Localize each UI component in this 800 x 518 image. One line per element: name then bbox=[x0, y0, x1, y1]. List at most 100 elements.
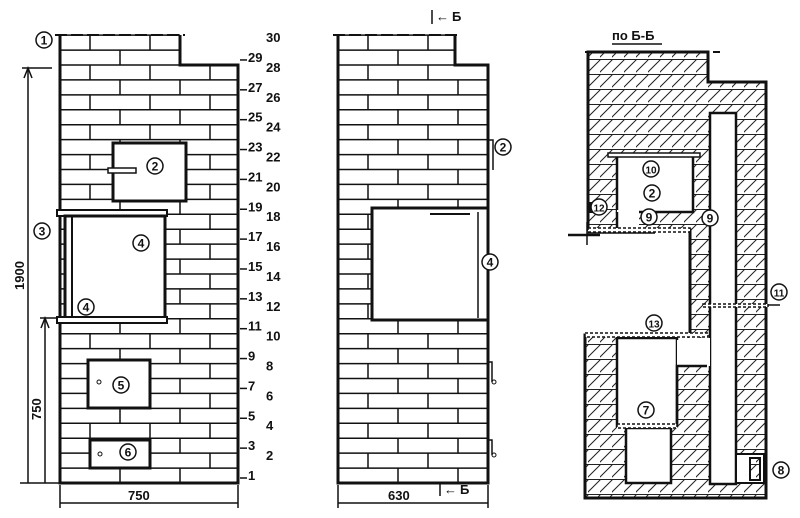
callout-label: 9 bbox=[707, 212, 714, 226]
door-6-knob bbox=[97, 451, 103, 457]
callout-9: 9 bbox=[640, 208, 658, 226]
opening-bottom-plate bbox=[56, 316, 168, 324]
front-view: 1234567891011121314151617181920212223242… bbox=[12, 30, 281, 508]
plate-13 bbox=[584, 332, 709, 338]
door-frame bbox=[586, 222, 655, 245]
course-number: 9 bbox=[248, 349, 255, 364]
callout-label: 1 bbox=[41, 34, 48, 48]
callout-label: 4 bbox=[83, 301, 90, 315]
callout-2: 2 bbox=[643, 184, 661, 202]
callout-label: 6 bbox=[125, 446, 132, 460]
callout-circle bbox=[642, 160, 660, 178]
course-number: 13 bbox=[248, 289, 262, 304]
course-number: 4 bbox=[266, 418, 274, 433]
course-number: 18 bbox=[266, 209, 280, 224]
callout-circle bbox=[146, 157, 164, 175]
side-view: 630 ← Б ← Б bbox=[333, 9, 497, 508]
callout-label: 13 bbox=[648, 320, 660, 331]
callout-circle bbox=[640, 208, 658, 226]
side-knob bbox=[491, 379, 497, 385]
callout-circle bbox=[77, 298, 95, 316]
dim-arrow bbox=[40, 315, 50, 329]
callout-4: 4 bbox=[481, 253, 499, 271]
callout-5: 5 bbox=[112, 376, 130, 394]
side-opening bbox=[370, 206, 490, 322]
course-number: 6 bbox=[266, 388, 273, 403]
callout-circle bbox=[112, 376, 130, 394]
callout-circle bbox=[770, 283, 788, 301]
callout-label: 7 bbox=[643, 404, 650, 418]
course-number: 29 bbox=[248, 50, 262, 65]
course-number: 25 bbox=[248, 110, 262, 125]
section-view: по Б-Б bbox=[568, 28, 780, 500]
course-number: 15 bbox=[248, 259, 262, 274]
callout-label: 10 bbox=[645, 166, 657, 177]
section-title: по Б-Б bbox=[612, 28, 654, 43]
course-number: 11 bbox=[248, 319, 262, 334]
callout-label: 3 bbox=[39, 225, 46, 239]
callout-10: 10 bbox=[642, 160, 660, 178]
course-number: 23 bbox=[248, 140, 262, 155]
ash-pit bbox=[624, 426, 673, 485]
grate-7 bbox=[616, 423, 678, 429]
course-number: 24 bbox=[266, 120, 281, 135]
callout-11: 11 bbox=[770, 283, 788, 301]
callout-circle bbox=[590, 198, 608, 216]
callout-2: 2 bbox=[146, 157, 164, 175]
course-number: 1 bbox=[248, 468, 255, 483]
callout-circle bbox=[637, 401, 655, 419]
callout-circle bbox=[494, 138, 512, 156]
callout-4: 4 bbox=[132, 234, 150, 252]
course-number: 27 bbox=[248, 80, 262, 95]
section-arrow-top: ← bbox=[436, 9, 449, 24]
course-number: 7 bbox=[248, 378, 255, 393]
side-door-hinge bbox=[488, 139, 494, 170]
course-numbers: 1234567891011121314151617181920212223242… bbox=[240, 30, 281, 483]
callout-label: 4 bbox=[487, 256, 494, 270]
callout-4: 4 bbox=[77, 298, 95, 316]
dim-1900: 1900 bbox=[12, 261, 27, 290]
section-arrow-bottom: ← bbox=[444, 482, 457, 497]
course-number: 28 bbox=[266, 60, 280, 75]
callout-circle bbox=[35, 31, 53, 49]
callout-2: 2 bbox=[494, 138, 512, 156]
callout-6: 6 bbox=[119, 443, 137, 461]
course-number: 8 bbox=[266, 358, 273, 373]
course-number: 20 bbox=[266, 179, 280, 194]
course-number: 21 bbox=[248, 169, 262, 184]
callout-circle bbox=[701, 209, 719, 227]
course-number: 14 bbox=[266, 269, 281, 284]
course-number: 3 bbox=[248, 438, 255, 453]
callout-3: 3 bbox=[33, 222, 51, 240]
callout-label: 8 bbox=[778, 464, 785, 478]
dim-750-width: 750 bbox=[128, 488, 150, 503]
section-mark-top: Б bbox=[452, 9, 461, 24]
callout-12: 12 bbox=[590, 198, 608, 216]
callout-circle bbox=[33, 222, 51, 240]
side-knob bbox=[491, 452, 497, 458]
callout-7: 7 bbox=[637, 401, 655, 419]
callout-circle bbox=[481, 253, 499, 271]
dim-750-vertical: 750 bbox=[29, 398, 44, 420]
callout-9: 9 bbox=[701, 209, 719, 227]
section-mark-bottom: Б bbox=[460, 482, 469, 497]
door-5-knob bbox=[96, 379, 102, 385]
chamber-gap bbox=[617, 210, 639, 230]
course-number: 22 bbox=[266, 149, 280, 164]
course-number: 17 bbox=[248, 229, 262, 244]
callout-1: 1 bbox=[35, 31, 53, 49]
callout-label: 5 bbox=[118, 379, 125, 393]
firebox-wall bbox=[675, 364, 707, 426]
callout-label: 2 bbox=[649, 187, 656, 201]
callout-label: 2 bbox=[152, 160, 159, 174]
callout-label: 4 bbox=[138, 237, 145, 251]
course-number: 19 bbox=[248, 199, 262, 214]
callout-circle bbox=[643, 184, 661, 202]
course-number: 16 bbox=[266, 239, 280, 254]
callout-13: 13 bbox=[645, 314, 663, 332]
callout-label: 2 bbox=[500, 141, 507, 155]
course-number: 2 bbox=[266, 448, 273, 463]
